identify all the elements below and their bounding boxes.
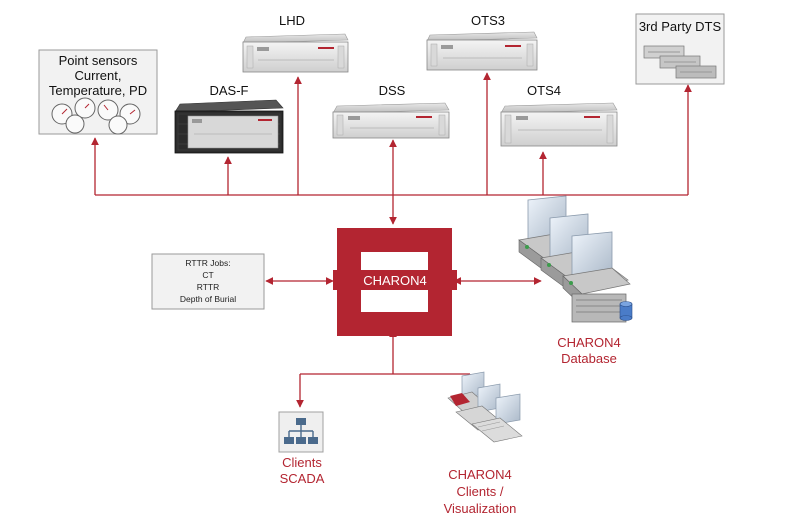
network-hierarchy-icon xyxy=(284,418,318,444)
rttr-jobs-box xyxy=(151,253,265,310)
rttr-jobs-node: RTTR Jobs: CT RTTR Depth of Burial xyxy=(151,253,265,310)
ots3-device xyxy=(426,31,538,71)
dss-device xyxy=(332,102,450,139)
dss-label: DSS xyxy=(379,83,406,98)
clients-visualization-node: CHARON4 Clients / Visualization xyxy=(444,371,523,516)
point-sensors-line-3: Temperature, PD xyxy=(49,83,147,98)
database-label-line-1: CHARON4 xyxy=(557,335,621,350)
ots3-label: OTS3 xyxy=(471,13,505,28)
clients-vis-line-1: CHARON4 xyxy=(448,467,512,482)
rttr-jobs-title: RTTR Jobs: xyxy=(185,258,230,268)
third-party-dts-node: 3rd Party DTS xyxy=(635,13,725,85)
rack-server-icon xyxy=(332,102,450,139)
ots4-label: OTS4 xyxy=(527,83,561,98)
gauge-icon xyxy=(51,97,141,135)
rack-server-icon xyxy=(174,99,284,154)
rack-server-icon xyxy=(242,33,349,73)
clients-vis-line-3: Visualization xyxy=(444,501,517,516)
charon4-label: CHARON4 xyxy=(363,273,427,288)
rttr-jobs-line-rttr: RTTR xyxy=(197,282,220,292)
lhd-device xyxy=(242,33,349,73)
server-tower-icon xyxy=(518,195,633,323)
database-node: CHARON4 Database xyxy=(518,195,633,366)
das-f-device xyxy=(174,99,284,154)
clients-scada-node: Clients SCADA xyxy=(278,411,325,486)
ots4-device xyxy=(500,102,618,147)
clients-scada-line-1: Clients xyxy=(282,455,322,470)
rack-server-icon xyxy=(500,102,618,147)
rack-server-icon xyxy=(426,31,538,71)
third-party-dts-label: 3rd Party DTS xyxy=(639,19,722,34)
clients-scada-line-2: SCADA xyxy=(280,471,325,486)
clients-vis-line-2: Clients / xyxy=(457,484,504,499)
database-label-line-2: Database xyxy=(561,351,617,366)
lhd-label: LHD xyxy=(279,13,305,28)
charon4-hub: CHARON4 xyxy=(333,228,457,336)
rttr-jobs-line-ct: CT xyxy=(202,270,213,280)
point-sensors-line-1: Point sensors xyxy=(59,53,138,68)
rttr-jobs-line-dob: Depth of Burial xyxy=(180,294,236,304)
point-sensors-node: Point sensors Current, Temperature, PD xyxy=(38,49,158,135)
laptop-icon xyxy=(447,371,523,443)
rack-server-icon xyxy=(643,45,717,79)
das-f-label: DAS-F xyxy=(210,83,249,98)
point-sensors-line-2: Current, xyxy=(75,68,122,83)
charon4-label-band xyxy=(333,270,457,290)
